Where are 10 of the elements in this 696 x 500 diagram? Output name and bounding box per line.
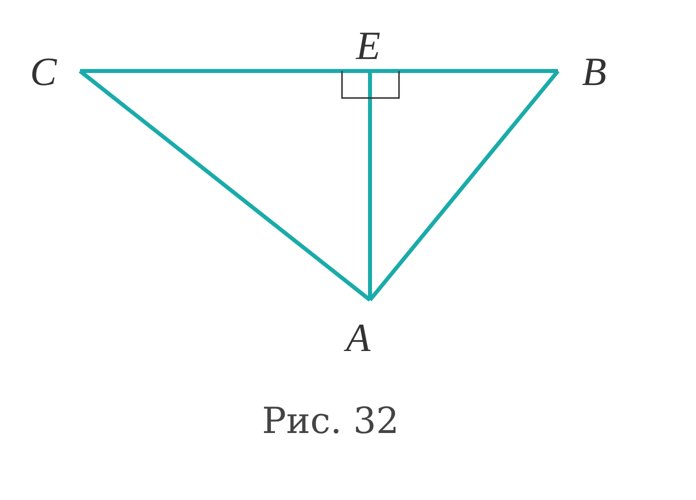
vertex-label: E bbox=[356, 26, 380, 66]
vertex-label: A bbox=[346, 318, 370, 358]
vertex-label: B bbox=[582, 52, 606, 92]
figure-caption: Рис. 32 bbox=[262, 402, 400, 442]
triangle-side bbox=[80, 69, 370, 73]
vertex-label: C bbox=[30, 52, 57, 92]
triangle-side bbox=[368, 70, 560, 302]
triangle-side bbox=[370, 69, 558, 73]
triangle-side bbox=[368, 71, 372, 300]
triangle-side bbox=[78, 69, 372, 302]
